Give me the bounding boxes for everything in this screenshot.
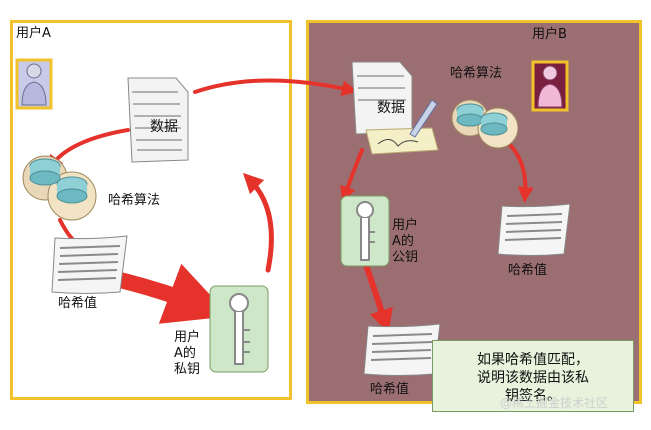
- arrow-value-to-private-key: [112, 263, 230, 324]
- user-a-figure: [15, 58, 53, 110]
- signed-document-icon-b: [351, 61, 439, 155]
- gears-icon-b: [451, 99, 519, 149]
- hash-value-label-b-bottom: 哈希值: [370, 382, 410, 397]
- private-key-label-line1: 用户: [174, 330, 201, 345]
- private-key-label-line3: 私钥: [174, 362, 201, 377]
- gears-icon-a: [22, 155, 97, 221]
- hash-value-label-a: 哈希值: [58, 296, 98, 311]
- public-key-card: [340, 195, 390, 267]
- hash-algorithm-label-b: 哈希算法: [450, 66, 503, 81]
- note-line-2: 说明该数据由该私: [477, 370, 589, 386]
- user-b-title: 用户B: [532, 27, 567, 42]
- private-key-label-line2: A的: [174, 346, 196, 361]
- public-key-label-line1: 用户: [392, 218, 419, 233]
- arrow-data-to-receiver: [193, 78, 358, 97]
- document-label-b: 数据: [377, 100, 405, 116]
- arrow-data-to-hash-a: [47, 128, 130, 172]
- arrow-doc-b-to-public-key: [340, 148, 364, 203]
- public-key-label-line3: 公钥: [392, 250, 419, 265]
- verification-note-text: 如果哈希值匹配， 说明该数据由该私 钥签名。: [433, 351, 633, 405]
- hash-value-label-b-right: 哈希值: [508, 263, 548, 278]
- user-a-title: 用户A: [16, 26, 51, 41]
- hash-value-scroll-b-bottom: [363, 323, 441, 376]
- public-key-label-line2: A的: [392, 234, 414, 249]
- verification-note-box: 如果哈希值匹配， 说明该数据由该私 钥签名。: [432, 340, 634, 412]
- hash-value-scroll-b-right: [497, 203, 571, 256]
- hash-algorithm-label-a: 哈希算法: [108, 193, 161, 208]
- arrow-private-key-to-doc: [242, 172, 274, 273]
- user-b-figure: [531, 60, 569, 112]
- arrow-public-key-to-value: [363, 262, 393, 334]
- private-key-card: [209, 285, 269, 373]
- arrow-hash-b-to-value: [503, 138, 534, 203]
- hash-value-scroll-a: [51, 235, 128, 294]
- watermark: @稀土掘金技术社区: [500, 396, 609, 410]
- document-icon-a: [127, 77, 189, 163]
- document-label-a: 数据: [150, 119, 178, 135]
- note-line-3: 钥签名。: [505, 388, 561, 404]
- note-line-1: 如果哈希值匹配，: [477, 352, 589, 368]
